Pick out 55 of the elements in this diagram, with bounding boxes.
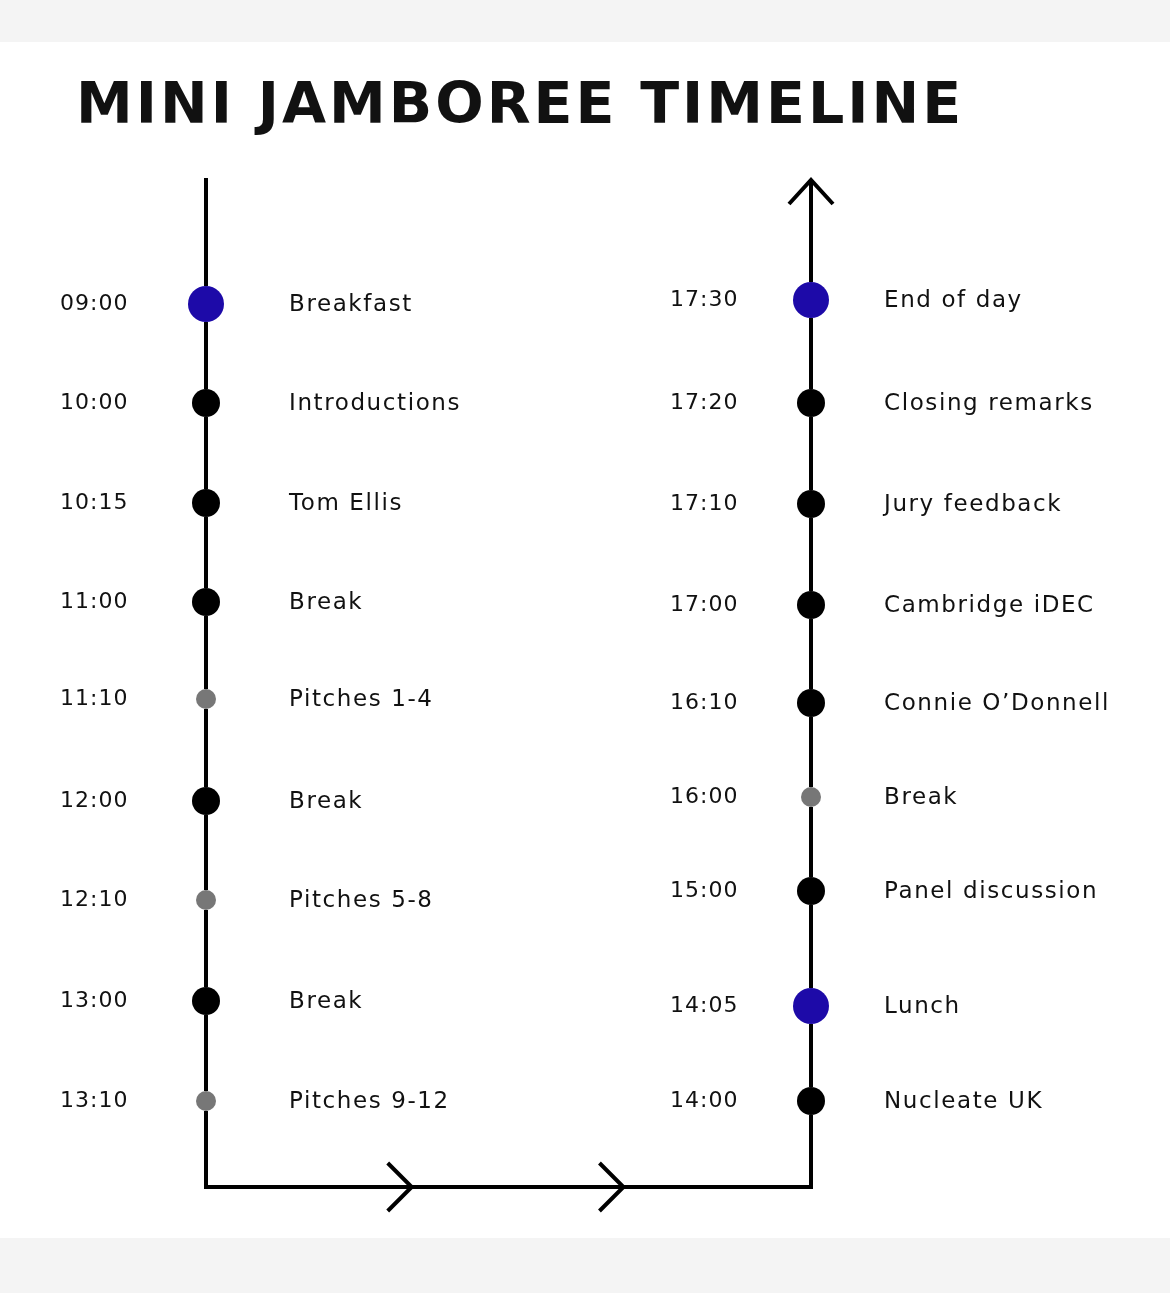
timeline-line [809, 417, 813, 490]
timeline-line [204, 815, 208, 890]
time-label: 17:00 [670, 590, 739, 618]
arrow [787, 178, 835, 282]
event-label: Breakfast [289, 289, 413, 317]
time-label: 09:00 [60, 289, 129, 317]
time-label: 11:10 [60, 684, 129, 712]
event-label: Lunch [884, 991, 961, 1019]
event-label: Jury feedback [884, 489, 1063, 517]
timeline-line [204, 417, 208, 489]
time-label: 17:30 [670, 285, 739, 313]
event-label: Break [289, 786, 364, 814]
event-label: Tom Ellis [289, 488, 403, 516]
time-label: 14:00 [670, 1086, 739, 1114]
timeline-line [204, 1015, 208, 1091]
event-label: Break [884, 782, 959, 810]
timeline-line [204, 709, 208, 787]
event-label: End of day [884, 285, 1023, 313]
event-label: Closing remarks [884, 388, 1094, 416]
time-label: 12:10 [60, 885, 129, 913]
timeline-line [809, 1024, 813, 1087]
time-label: 16:10 [670, 688, 739, 716]
time-label: 15:00 [670, 876, 739, 904]
time-label: 17:10 [670, 489, 739, 517]
event-label: Break [289, 986, 364, 1014]
timeline-line [809, 619, 813, 689]
timeline-line [809, 807, 813, 877]
event-label: Break [289, 587, 364, 615]
timeline-line [809, 518, 813, 591]
timeline-line [809, 318, 813, 389]
timeline-line [809, 717, 813, 787]
event-label: Panel discussion [884, 876, 1099, 904]
timeline-line [204, 910, 208, 987]
event-label: Pitches 1-4 [289, 684, 434, 712]
event-label: Cambridge iDEC [884, 590, 1095, 618]
time-label: 14:05 [670, 991, 739, 1019]
time-label: 13:10 [60, 1086, 129, 1114]
time-label: 10:00 [60, 388, 129, 416]
timeline-line [204, 517, 208, 588]
timeline-line [204, 178, 208, 286]
title: MINI JAMBOREE TIMELINE [76, 70, 965, 136]
timeline-line [204, 616, 208, 689]
timeline-line [809, 905, 813, 988]
time-label: 13:00 [60, 986, 129, 1014]
time-label: 10:15 [60, 488, 129, 516]
time-label: 16:00 [670, 782, 739, 810]
event-label: Nucleate UK [884, 1086, 1044, 1114]
event-label: Pitches 9-12 [289, 1086, 450, 1114]
event-label: Introductions [289, 388, 462, 416]
time-label: 17:20 [670, 388, 739, 416]
event-label: Pitches 5-8 [289, 885, 434, 913]
time-label: 12:00 [60, 786, 129, 814]
time-label: 11:00 [60, 587, 129, 615]
event-label: Connie O’Donnell [884, 688, 1111, 716]
timeline-line [204, 322, 208, 389]
